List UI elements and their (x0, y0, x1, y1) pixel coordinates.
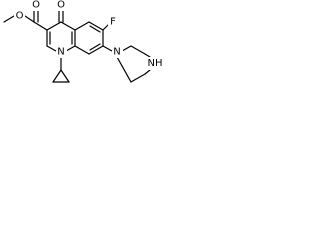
piperazine-nh-label: NH (148, 58, 163, 69)
bond-c5-c6 (88, 21, 104, 31)
bond-pip-cc-cd (130, 73, 146, 83)
ketone-oxygen-label: O (57, 0, 65, 11)
bond-cyclopropyl-a (52, 69, 62, 83)
bond-layer (3, 7, 151, 83)
bond-n1-c2 (46, 45, 57, 52)
bond-ester-c3 (33, 21, 48, 31)
ester-oxygen-label: O (16, 11, 24, 22)
bond-c7-piperazine (102, 45, 113, 52)
ring-nitrogen-label: N (57, 47, 64, 58)
bond-c3-c4 (46, 21, 62, 31)
ester-carbonyl-oxygen-label: O (32, 0, 40, 11)
bond-c7-c8 (88, 45, 104, 55)
bond-pip-cb-nh (144, 53, 151, 58)
bond-c7-c8-inner (89, 43, 101, 51)
bond-oxygen-ester-carbon (24, 15, 35, 23)
bond-c8-c8a (74, 45, 90, 55)
bond-pip-n1-ca (121, 45, 132, 52)
bond-pip-cd-n1 (116, 56, 132, 83)
bond-methyl-oxygen (3, 15, 15, 23)
piperazine-nitrogen-label: N (113, 47, 120, 58)
bond-pip-ca-cb (130, 45, 146, 55)
label-layer: O O O F N N NH (14, 0, 164, 70)
fluorine-label: F (110, 17, 116, 28)
bond-pip-nh-cc (144, 69, 151, 75)
bond-cyclopropyl-b (60, 69, 70, 83)
bond-c4a-c5 (74, 21, 90, 31)
molecule-structure: O O O F N N NH (3, 0, 164, 83)
bond-c4-c4a (60, 21, 76, 31)
bond-c8a-n1 (65, 45, 76, 52)
bond-c5-c6-inner (89, 25, 101, 33)
